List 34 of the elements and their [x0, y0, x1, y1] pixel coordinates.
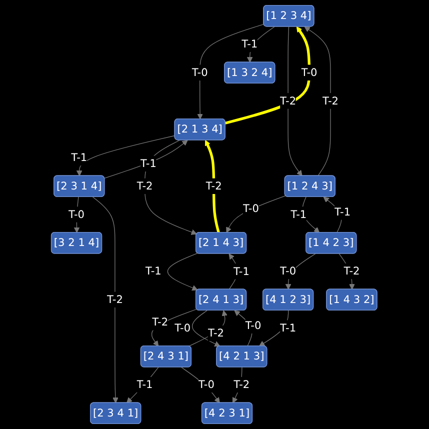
- state-node: [1 4 3 2]: [326, 288, 378, 311]
- state-node: [2 3 1 4]: [54, 175, 106, 197]
- state-node: [4 1 2 3]: [262, 288, 314, 311]
- state-node: [1 2 4 3]: [284, 175, 336, 197]
- edge-label: T-1: [334, 204, 351, 220]
- edge-label: T-2: [234, 376, 250, 393]
- edge-label: T-2: [206, 178, 222, 194]
- state-node: [4 2 1 3]: [216, 346, 268, 368]
- state-node: [2 3 4 1]: [90, 402, 142, 424]
- edge-label: T-2: [322, 93, 339, 109]
- edge-label: T-2: [208, 325, 224, 342]
- edge-label: T-0: [302, 64, 318, 81]
- state-node: [3 2 1 4]: [51, 232, 102, 254]
- edge-label: T-2: [107, 292, 124, 308]
- edge-label: T-2: [137, 178, 154, 194]
- edge-label: T-1: [137, 376, 154, 393]
- state-node: [2 4 1 3]: [196, 288, 247, 311]
- edge-label: T-2: [152, 314, 168, 330]
- state-node: [1 2 3 4]: [264, 4, 315, 27]
- state-node: [1 3 2 4]: [224, 62, 276, 84]
- edge-label: T-2: [280, 93, 296, 109]
- edge-label: T-0: [246, 318, 262, 334]
- edge-label: T-0: [192, 64, 208, 81]
- state-node: [4 2 3 1]: [202, 402, 253, 424]
- state-node: [1 4 2 3]: [306, 232, 358, 254]
- edge-label: T-2: [344, 263, 360, 280]
- state-node: [2 1 3 4]: [174, 118, 226, 140]
- edge-label: T-1: [234, 264, 250, 280]
- edge-label: T-0: [198, 376, 215, 393]
- edge-label: T-1: [291, 206, 308, 222]
- edge-label: T-0: [68, 206, 85, 222]
- state-node: [2 1 4 3]: [196, 232, 247, 254]
- state-node: [2 4 3 1]: [140, 346, 192, 368]
- edge-label: T-1: [140, 156, 157, 172]
